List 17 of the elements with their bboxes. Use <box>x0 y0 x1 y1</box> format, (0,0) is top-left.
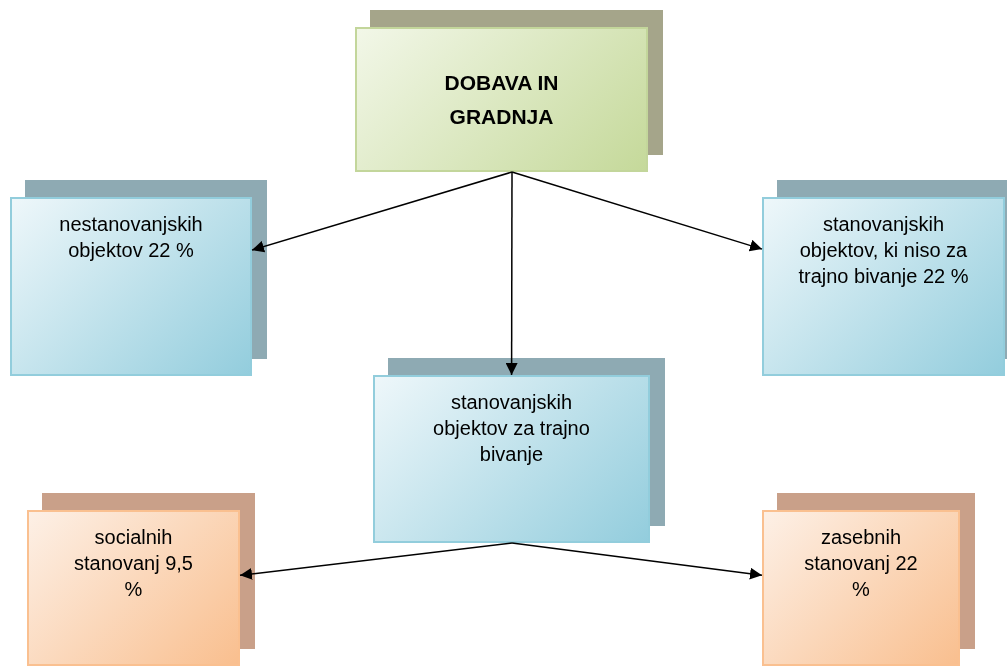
text-box <box>27 510 240 666</box>
arrow <box>511 171 763 252</box>
text-box <box>373 375 650 543</box>
node-label: socialnih stanovanj 9,5 % <box>73 525 194 602</box>
text-box <box>762 197 1005 376</box>
node-label: zasebnih stanovanj 22 % <box>803 525 919 602</box>
arrow <box>505 171 518 376</box>
node-label: stanovanjskih objektov za trajno bivanje <box>432 390 591 467</box>
text-box <box>762 510 960 666</box>
arrow <box>511 542 763 580</box>
arrow <box>251 171 513 253</box>
arrow <box>239 542 513 580</box>
node-label: nestanovanjskih objektov 22 % <box>58 212 204 263</box>
text-box <box>355 27 648 172</box>
text-box <box>10 197 252 376</box>
node-label: stanovanjskih objektov, ki niso za trajno bivanje 22 % <box>797 212 970 289</box>
node-label: DOBAVA IN GRADNJA <box>443 69 560 130</box>
